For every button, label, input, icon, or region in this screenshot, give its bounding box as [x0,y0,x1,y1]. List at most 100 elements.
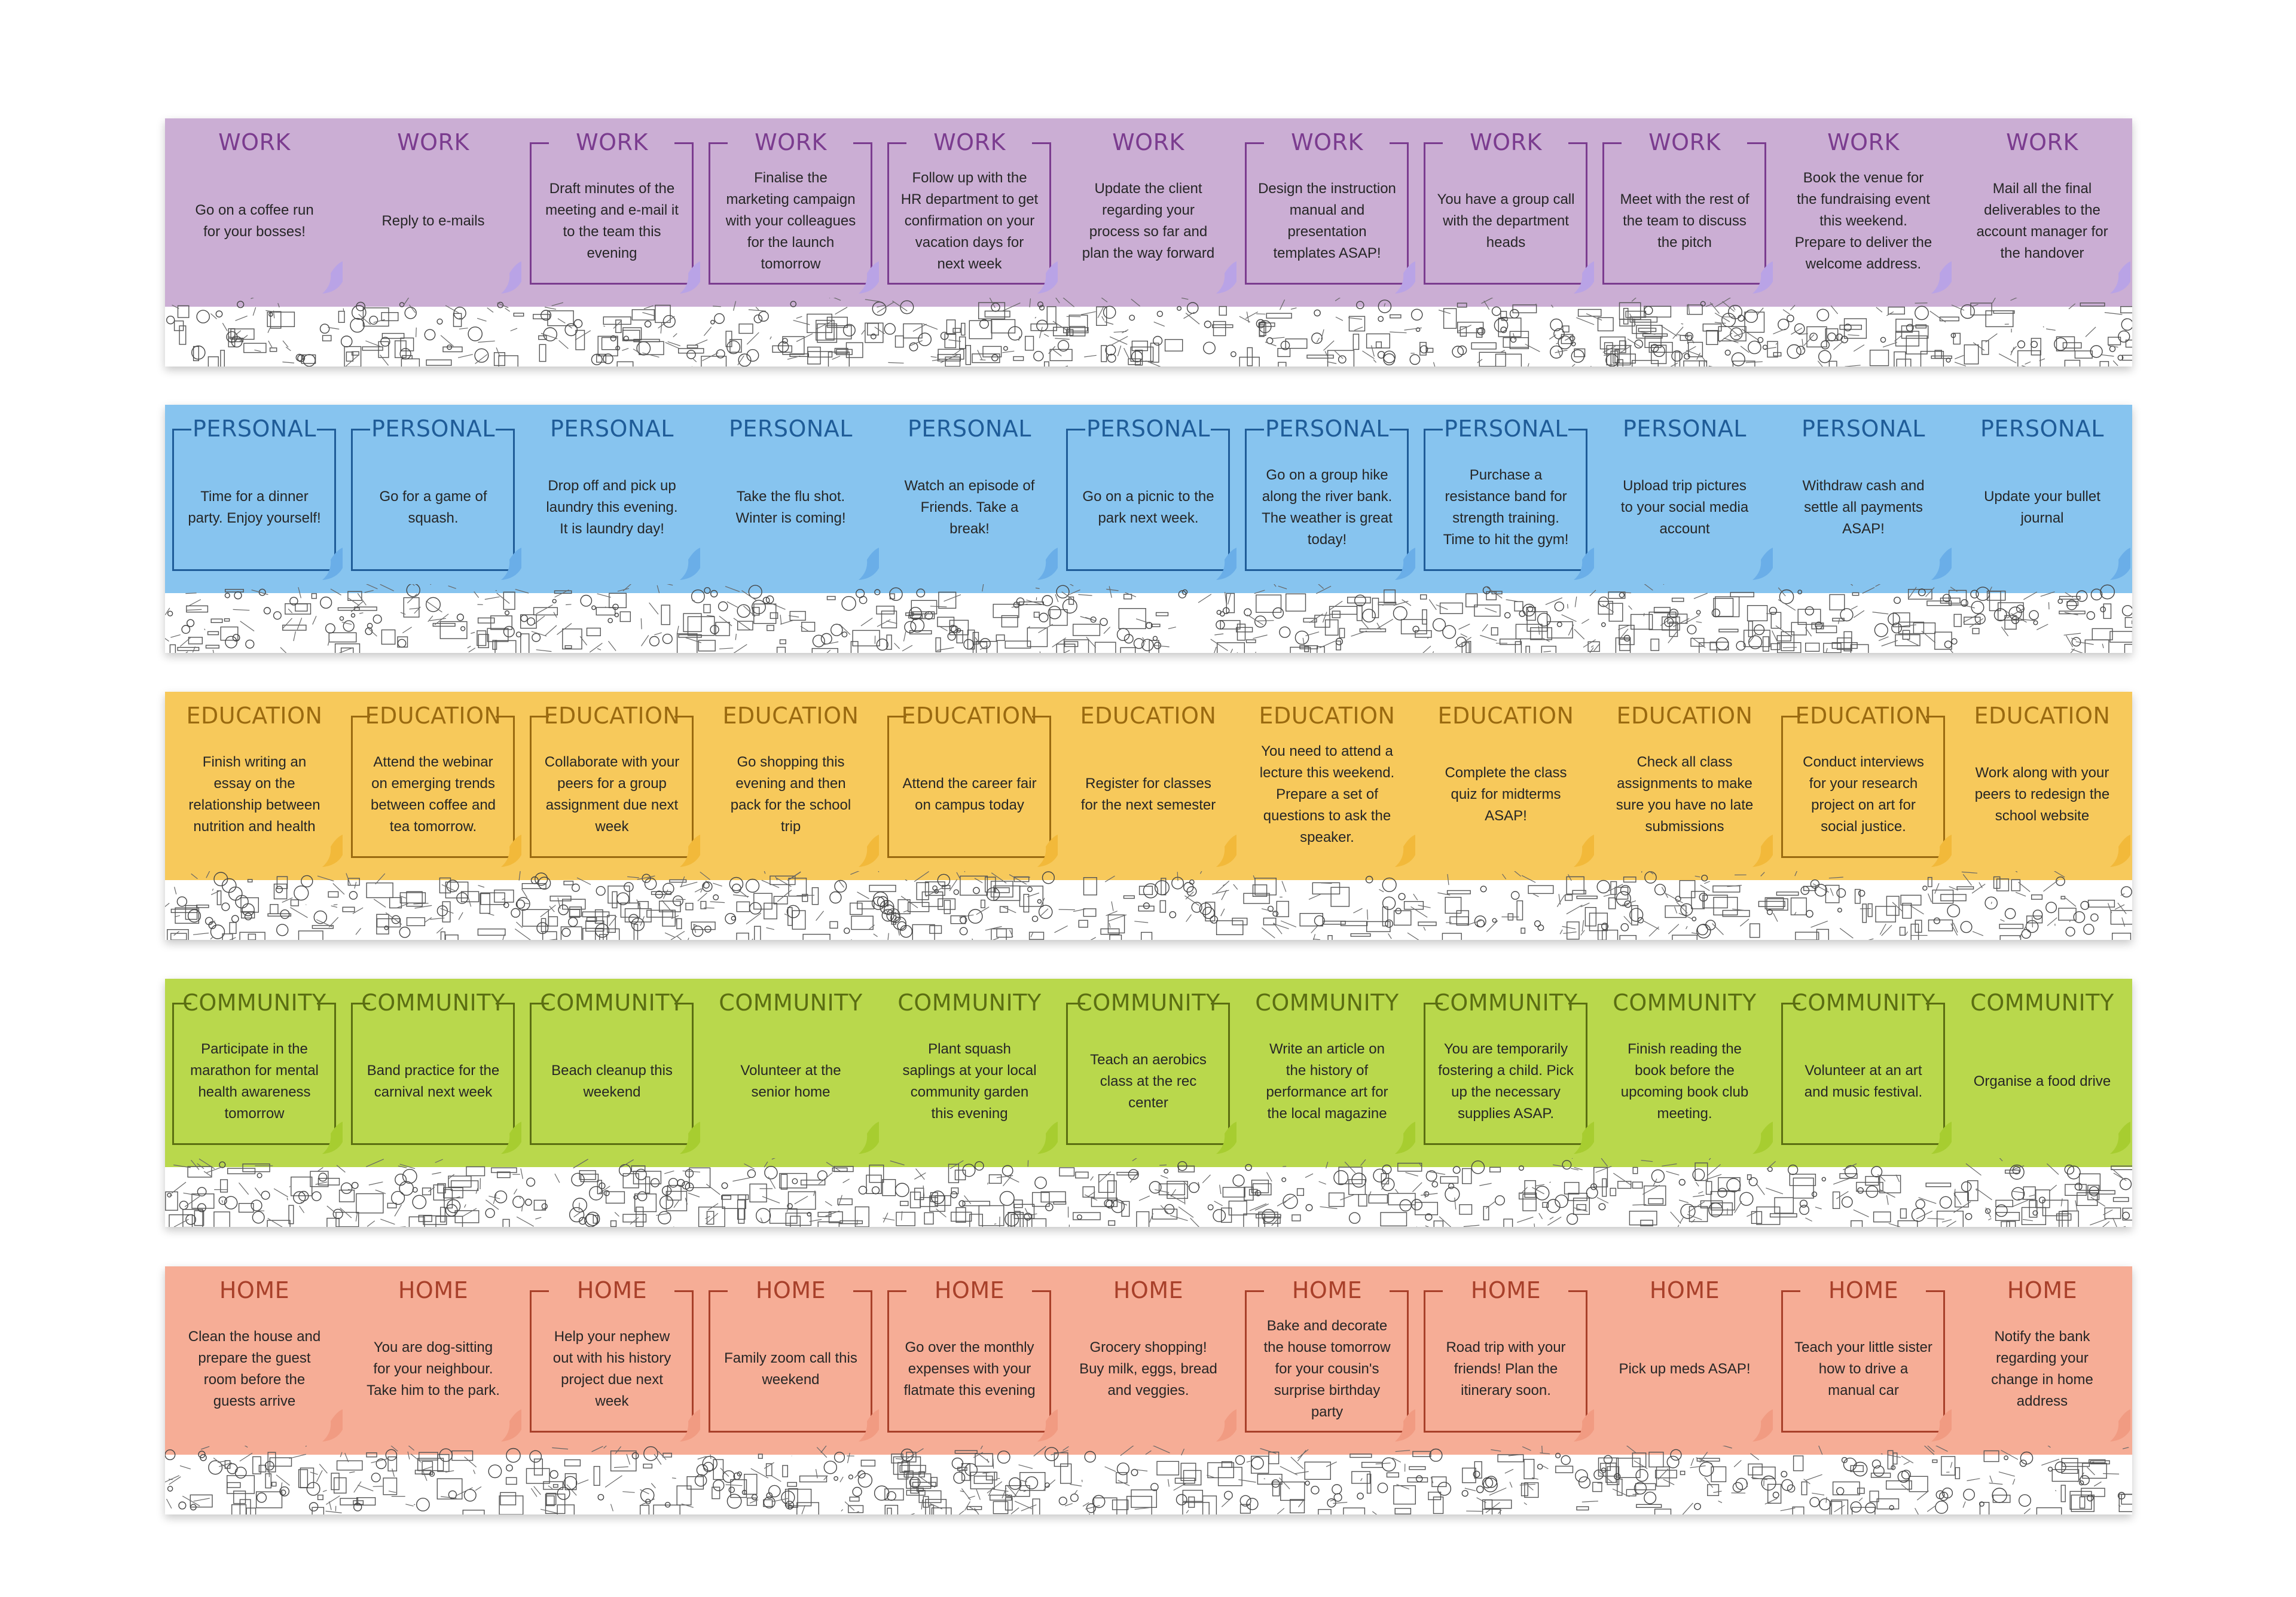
card-task-text: Collaborate with your peers for a group … [544,754,680,835]
card-task-text: You are temporarily fostering a child. P… [1438,1041,1574,1122]
card-category-label: WORK [1112,129,1184,155]
task-card[interactable]: EDUCATION Collaborate with your peers for… [523,692,701,880]
card-category-label: EDUCATION [544,703,680,729]
sticky-note-curl-icon [859,835,879,867]
sticky-note-curl-icon [1037,1409,1058,1442]
card-task-text: Go on a coffee run for your bosses! [195,202,314,240]
card-category-label: PERSONAL [193,416,316,442]
sticky-note-curl-icon [322,261,343,294]
card-task-text: Mail all the final deliverables to the a… [1976,181,2108,261]
card-category-label: COMMUNITY [182,990,326,1016]
sticky-note-curl-icon [859,261,879,294]
sticky-note-curl-icon [1574,1409,1594,1442]
task-card[interactable]: COMMUNITY You are temporarily fostering a… [1416,979,1595,1167]
card-category-label: COMMUNITY [1434,990,1578,1016]
card-task-text: Go on a picnic to the park next week. [1082,488,1214,526]
sticky-note-curl-icon [1931,261,1952,294]
card-task-text: Attend the webinar on emerging trends be… [370,754,496,835]
sticky-note-curl-icon [859,1122,879,1154]
card-category-label: WORK [576,129,648,155]
card-category-label: WORK [1648,129,1721,155]
card-category-label: EDUCATION [1080,703,1217,729]
card-task-text: Watch an episode of Friends. Take a brea… [904,478,1035,537]
sticky-note-curl-icon [2110,261,2130,294]
sticky-note-curl-icon [1931,1409,1952,1442]
card-category-label: HOME [1649,1277,1720,1303]
card-task-text: Volunteer at the senior home [740,1062,841,1100]
card-task-text: Withdraw cash and settle all payments AS… [1802,478,1925,537]
card-task-text: Update your bullet journal [1984,488,2100,526]
task-card[interactable]: WORK Draft minutes of the meeting and e-m… [523,118,701,307]
card-category-label: COMMUNITY [361,990,505,1016]
card-category-label: COMMUNITY [540,990,684,1016]
card-category-label: WORK [1291,129,1363,155]
card-task-text: Follow up with the HR department to get … [900,170,1039,272]
sticky-note-curl-icon [2110,1122,2130,1154]
card-category-label: HOME [219,1277,290,1303]
card-frame [1781,716,1945,858]
sticky-note-curl-icon [1395,1122,1415,1154]
card-task-text: Finalise the marketing campaign with you… [725,170,856,272]
card-category-label: COMMUNITY [1076,990,1220,1016]
card-task-text: Book the venue for the fundraising event… [1794,170,1932,272]
card-category-label: EDUCATION [186,703,323,729]
sketch-illustration-band [165,871,2132,940]
card-task-text: Draft minutes of the meeting and e-mail … [545,181,679,261]
